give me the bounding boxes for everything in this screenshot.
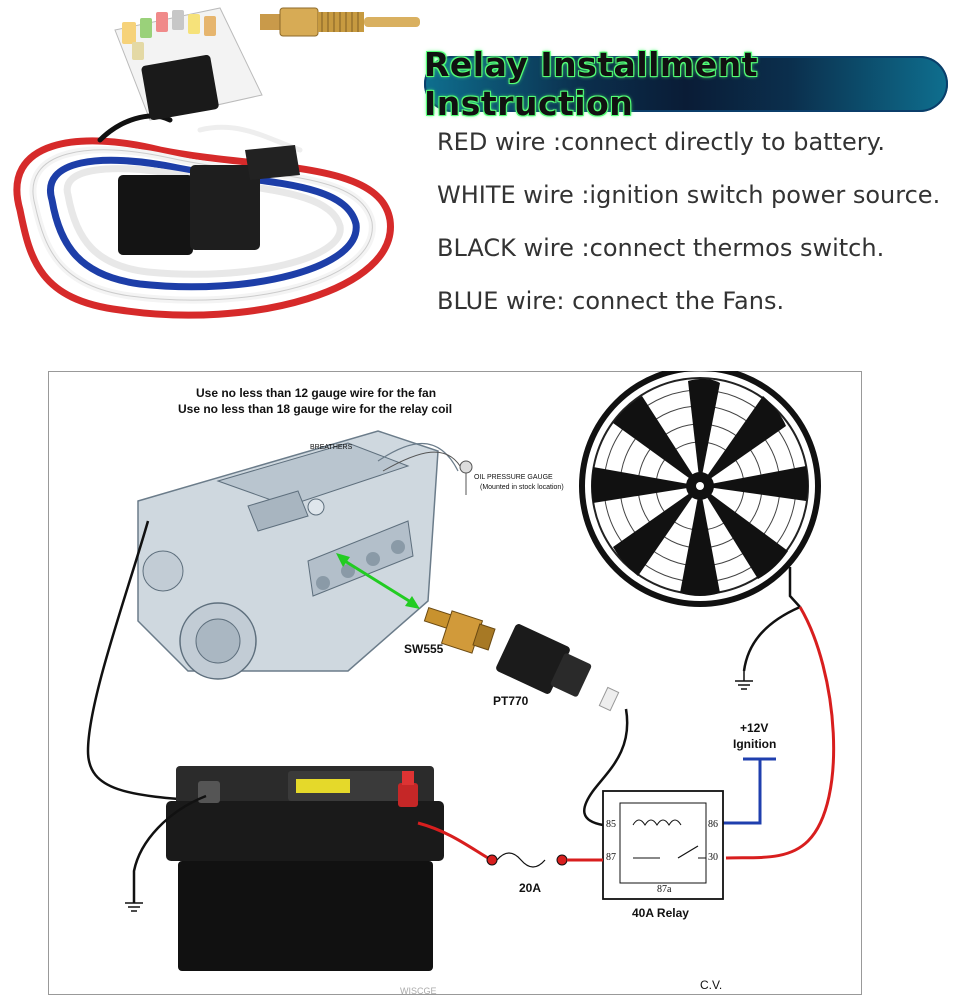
relay-pin-87a: 87a (657, 884, 672, 895)
radiator-fan (579, 371, 821, 608)
ignition-voltage-label: +12V (740, 721, 769, 735)
fan-ground-symbol (735, 605, 801, 690)
relay-photo (118, 54, 300, 255)
instruction-white-wire: WHITE wire :ignition switch power source… (437, 181, 941, 209)
relay-label: 40A Relay (632, 906, 689, 920)
black-wire-engine-ground (86, 520, 209, 803)
engine-illustration (137, 430, 459, 680)
black-wire-thermo (583, 708, 629, 827)
sensor-location-arrow (336, 553, 420, 609)
instruction-blue-wire: BLUE wire: connect the Fans. (437, 287, 785, 315)
pt770-label: PT770 (493, 694, 529, 708)
relay-pin-30: 30 (708, 852, 718, 863)
signature-label: C.V. (700, 978, 723, 992)
gauge-note-coil: Use no less than 18 gauge wire for the r… (178, 402, 453, 416)
watermark-label: WISCGE (400, 986, 437, 996)
car-battery (166, 766, 444, 971)
blue-wire-ignition (720, 757, 776, 825)
gauge-note-fan: Use no less than 12 gauge wire for the f… (196, 386, 437, 400)
fuse-label: 20A (519, 881, 542, 895)
thermo-sensor-photo (260, 7, 420, 37)
relay-pin-86: 86 (708, 819, 718, 830)
oil-gauge-label: OIL PRESSURE GAUGE (474, 474, 553, 481)
red-wire-fan (725, 606, 836, 860)
breathers-label: BREATHERS (310, 444, 353, 451)
ignition-label: Ignition (733, 737, 777, 751)
sw555-label: SW555 (404, 642, 444, 656)
red-wire-battery (417, 821, 603, 868)
wiring-diagram (86, 371, 836, 971)
connector-pt770 (496, 624, 620, 712)
battery-ground-symbol (125, 794, 207, 912)
oil-pressure-gauge (382, 451, 473, 495)
instruction-black-wire: BLACK wire :connect thermos switch. (437, 234, 885, 262)
temp-switch-sw555 (423, 607, 496, 654)
page-title: Relay Installment Instruction (424, 45, 758, 123)
fuse-symbol (496, 852, 546, 868)
title-banner: Relay Installment Instruction (424, 45, 948, 123)
oil-gauge-sublabel: (Mounted in stock location) (480, 484, 564, 491)
instruction-red-wire: RED wire :connect directly to battery. (437, 128, 886, 156)
relay-pin-87: 87 (606, 852, 616, 863)
relay-harness-photo (13, 7, 420, 319)
relay-schematic (602, 790, 724, 900)
relay-pin-85: 85 (606, 819, 616, 830)
